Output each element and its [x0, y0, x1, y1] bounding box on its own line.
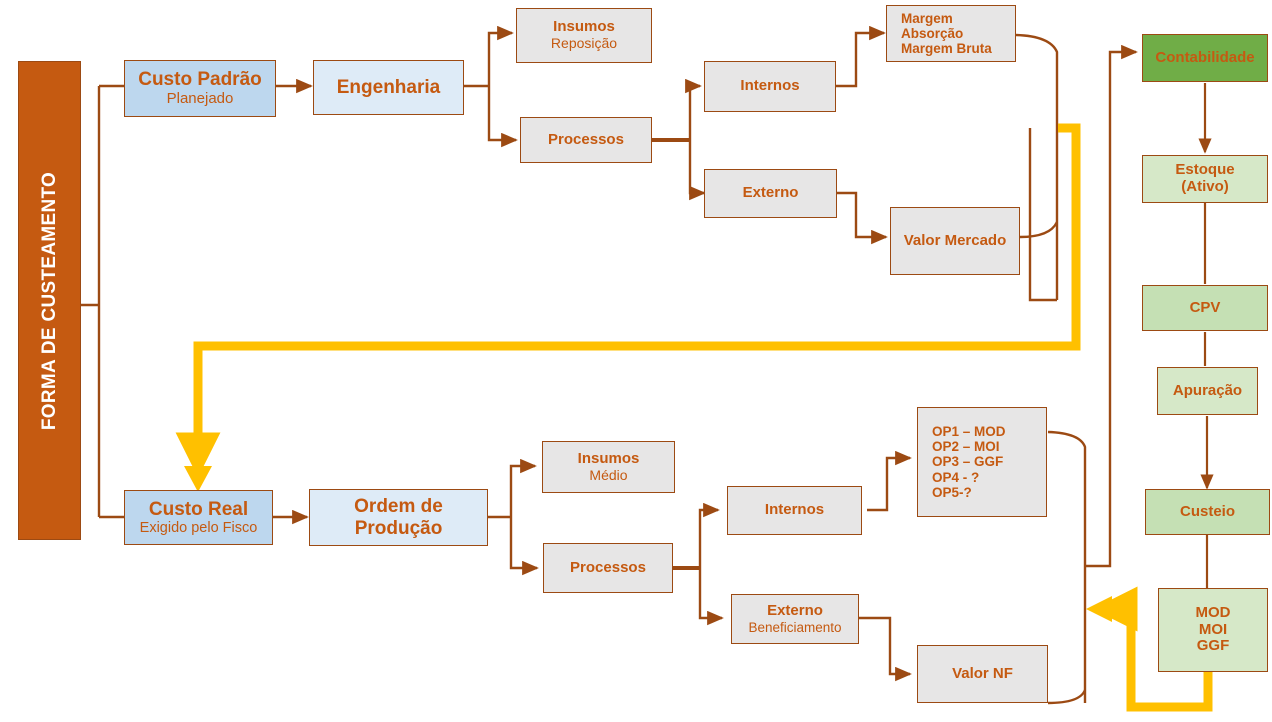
node-valor-nf[interactable]: Valor NF [917, 645, 1048, 703]
node-custeio[interactable]: Custeio [1145, 489, 1270, 535]
node-apuracao-title: Apuração [1172, 381, 1243, 399]
node-mod-moi-ggf[interactable]: MOD MOI GGF [1158, 588, 1268, 672]
node-ordem-producao-line-2: Produção [354, 517, 443, 539]
node-custo-padrao-title: Custo Padrão [138, 69, 262, 91]
sidebar-forma-de-custeamento: FORMA DE CUSTEAMENTO [18, 61, 81, 540]
node-externo-padrao-title: Externo [742, 184, 799, 202]
node-estoque-line-2: (Ativo) [1181, 178, 1229, 195]
node-engenharia[interactable]: Engenharia [313, 60, 464, 115]
node-processos-real[interactable]: Processos [543, 543, 673, 593]
node-externo-beneficiamento-title: Externo [767, 602, 823, 620]
node-externo-beneficiamento[interactable]: Externo Beneficiamento [731, 594, 859, 644]
node-insumos-medio[interactable]: Insumos Médio [542, 441, 675, 493]
node-estoque-ativo[interactable]: Estoque (Ativo) [1142, 155, 1268, 203]
node-processos-padrao[interactable]: Processos [520, 117, 652, 163]
node-op-line-4: OP4 - ? [932, 469, 980, 485]
node-custeio-title: Custeio [1179, 502, 1235, 520]
node-op-line-5: OP5-? [932, 484, 972, 500]
node-contabilidade[interactable]: Contabilidade [1142, 34, 1268, 82]
node-insumos-medio-sub: Médio [589, 466, 628, 483]
node-custo-padrao[interactable]: Custo Padrão Planejado [124, 60, 276, 117]
node-op-line-2: OP2 – MOI [932, 439, 1000, 455]
node-internos-padrao[interactable]: Internos [704, 61, 836, 112]
node-internos-real[interactable]: Internos [727, 486, 862, 535]
node-margem-line-3: Margem Bruta [901, 41, 992, 57]
node-ordem-producao-line-1: Ordem de [354, 496, 443, 518]
node-processos-real-title: Processos [570, 558, 646, 576]
node-insumos-reposicao-title: Insumos [553, 18, 615, 36]
node-contabilidade-title: Contabilidade [1155, 48, 1255, 66]
node-margem-absorcao[interactable]: Margem Absorção Margem Bruta [886, 5, 1016, 62]
node-insumos-reposicao-sub: Reposição [550, 35, 618, 52]
node-custo-real-title: Custo Real [148, 498, 249, 520]
yellow-arrow-left [1086, 596, 1112, 622]
node-externo-padrao[interactable]: Externo [704, 169, 837, 218]
node-internos-real-title: Internos [764, 501, 825, 519]
node-ordens-producao-list[interactable]: OP1 – MOD OP2 – MOI OP3 – GGF OP4 - ? OP… [917, 407, 1047, 517]
node-op-line-3: OP3 – GGF [932, 454, 1004, 470]
node-estoque-line-1: Estoque [1175, 161, 1235, 179]
node-mod-line-2: MOI [1198, 620, 1228, 638]
node-custo-padrao-sub: Planejado [166, 89, 234, 107]
node-cpv[interactable]: CPV [1142, 285, 1268, 331]
node-valor-nf-title: Valor NF [952, 664, 1013, 682]
node-cpv-title: CPV [1189, 298, 1221, 316]
node-engenharia-title: Engenharia [336, 76, 441, 98]
node-externo-beneficiamento-sub: Beneficiamento [748, 619, 842, 635]
node-internos-padrao-title: Internos [740, 77, 800, 95]
node-custo-real-sub: Exigido pelo Fisco [139, 520, 258, 537]
node-ordem-de-producao[interactable]: Ordem de Produção [309, 489, 488, 546]
node-processos-padrao-title: Processos [548, 130, 624, 148]
node-op-line-1: OP1 – MOD [932, 424, 1006, 440]
node-mod-line-3: GGF [1196, 637, 1230, 655]
node-valor-mercado[interactable]: Valor Mercado [890, 207, 1020, 275]
node-insumos-reposicao[interactable]: Insumos Reposição [516, 8, 652, 63]
node-custo-real[interactable]: Custo Real Exigido pelo Fisco [124, 490, 273, 545]
node-mod-line-1: MOD [1195, 603, 1231, 621]
yellow-arrow-down [184, 466, 212, 492]
node-margem-line-2: Absorção [901, 25, 964, 41]
node-insumos-medio-title: Insumos [577, 449, 640, 467]
sidebar-label: FORMA DE CUSTEAMENTO [38, 171, 60, 430]
node-valor-mercado-title: Valor Mercado [903, 231, 1007, 249]
node-apuracao[interactable]: Apuração [1157, 367, 1258, 415]
node-margem-line-1: Margem [901, 10, 953, 26]
